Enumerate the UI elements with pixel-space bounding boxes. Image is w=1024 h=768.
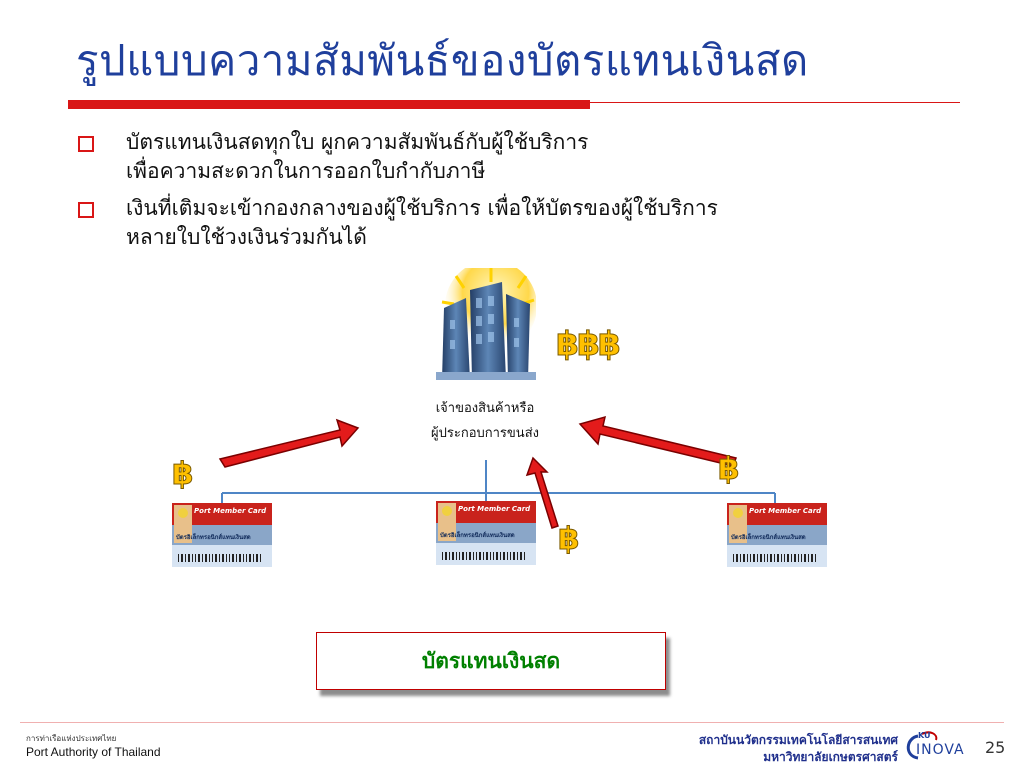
footer-org-english: Port Authority of Thailand <box>26 745 161 759</box>
cash-card-left: Port Member Card บัตรอิเล็กทรอนิกส์แทนเง… <box>172 503 272 567</box>
callout-text: บัตรแทนเงินสด <box>421 648 561 673</box>
card-image <box>172 503 272 567</box>
owner-label: เจ้าของสินค้าหรือ ผู้ประกอบการขนส่ง <box>400 396 570 446</box>
bullet-square-icon <box>78 136 94 152</box>
footer-institute: สถาบันนวัตกรรมเทคโนโลยีสารสนเทศ มหาวิทยา… <box>699 732 898 766</box>
title-underline-thick <box>68 100 590 109</box>
pooled-funds-label: ฿฿฿ <box>556 324 622 364</box>
footer-org-thai: การท่าเรือแห่งประเทศไทย <box>26 734 117 743</box>
owner-label-line: ผู้ประกอบการขนส่ง <box>431 426 539 441</box>
bullet-square-icon <box>78 202 94 218</box>
arrow-center-icon <box>525 456 559 529</box>
footer-institute-line: มหาวิทยาลัยเกษตรศาสตร์ <box>763 750 898 764</box>
logo-ku: KU <box>918 731 931 740</box>
footer-divider <box>20 722 1004 723</box>
arrow-left-icon <box>218 418 360 468</box>
card-header: Port Member Card <box>749 507 822 515</box>
card-amount-right: ฿ <box>718 451 741 488</box>
logo-inova: INOVA <box>916 742 965 758</box>
cash-card-center: Port Member Card บัตรอิเล็กทรอนิกส์แทนเง… <box>436 501 536 565</box>
page-number: 25 <box>985 738 1006 757</box>
owner-label-line: เจ้าของสินค้าหรือ <box>435 401 535 416</box>
card-image <box>727 503 827 567</box>
footer-institute-line: สถาบันนวัตกรรมเทคโนโลยีสารสนเทศ <box>698 733 898 747</box>
logo-swoosh-icon <box>906 731 938 760</box>
bullet-list: บัตรแทนเงินสดทุกใบ ผูกความสัมพันธ์กับผู้… <box>76 128 976 260</box>
arrow-right-icon <box>578 415 738 467</box>
card-subtitle: บัตรอิเล็กทรอนิกส์แทนเงินสด <box>176 534 251 541</box>
bullet-line: บัตรแทนเงินสดทุกใบ ผูกความสัมพันธ์กับผู้… <box>126 130 589 154</box>
card-amount-left: ฿ <box>172 456 195 493</box>
ku-inova-logo: KU INOVA <box>902 730 980 762</box>
bullet-item: บัตรแทนเงินสดทุกใบ ผูกความสัมพันธ์กับผู้… <box>76 128 976 186</box>
building-icon <box>436 268 536 380</box>
card-image <box>436 501 536 565</box>
callout-box: บัตรแทนเงินสด <box>316 632 666 690</box>
card-header: Port Member Card <box>458 505 531 513</box>
card-header: Port Member Card <box>194 507 267 515</box>
bullet-item: เงินที่เติมจะเข้ากองกลางของผู้ใช้บริการ … <box>76 194 976 252</box>
cash-card-right: Port Member Card บัตรอิเล็กทรอนิกส์แทนเง… <box>727 503 827 567</box>
bullet-line: เงินที่เติมจะเข้ากองกลางของผู้ใช้บริการ … <box>126 196 718 220</box>
card-subtitle: บัตรอิเล็กทรอนิกส์แทนเงินสด <box>440 532 515 539</box>
card-subtitle: บัตรอิเล็กทรอนิกส์แทนเงินสด <box>731 534 806 541</box>
bullet-line: เพื่อความสะดวกในการออกใบกำกับภาษี <box>126 159 486 183</box>
slide-title: รูปแบบความสัมพันธ์ของบัตรแทนเงินสด <box>76 36 809 85</box>
title-underline-thin <box>590 102 960 103</box>
card-amount-center: ฿ <box>558 521 581 558</box>
bullet-line: หลายใบใช้วงเงินร่วมกันได้ <box>126 225 367 249</box>
